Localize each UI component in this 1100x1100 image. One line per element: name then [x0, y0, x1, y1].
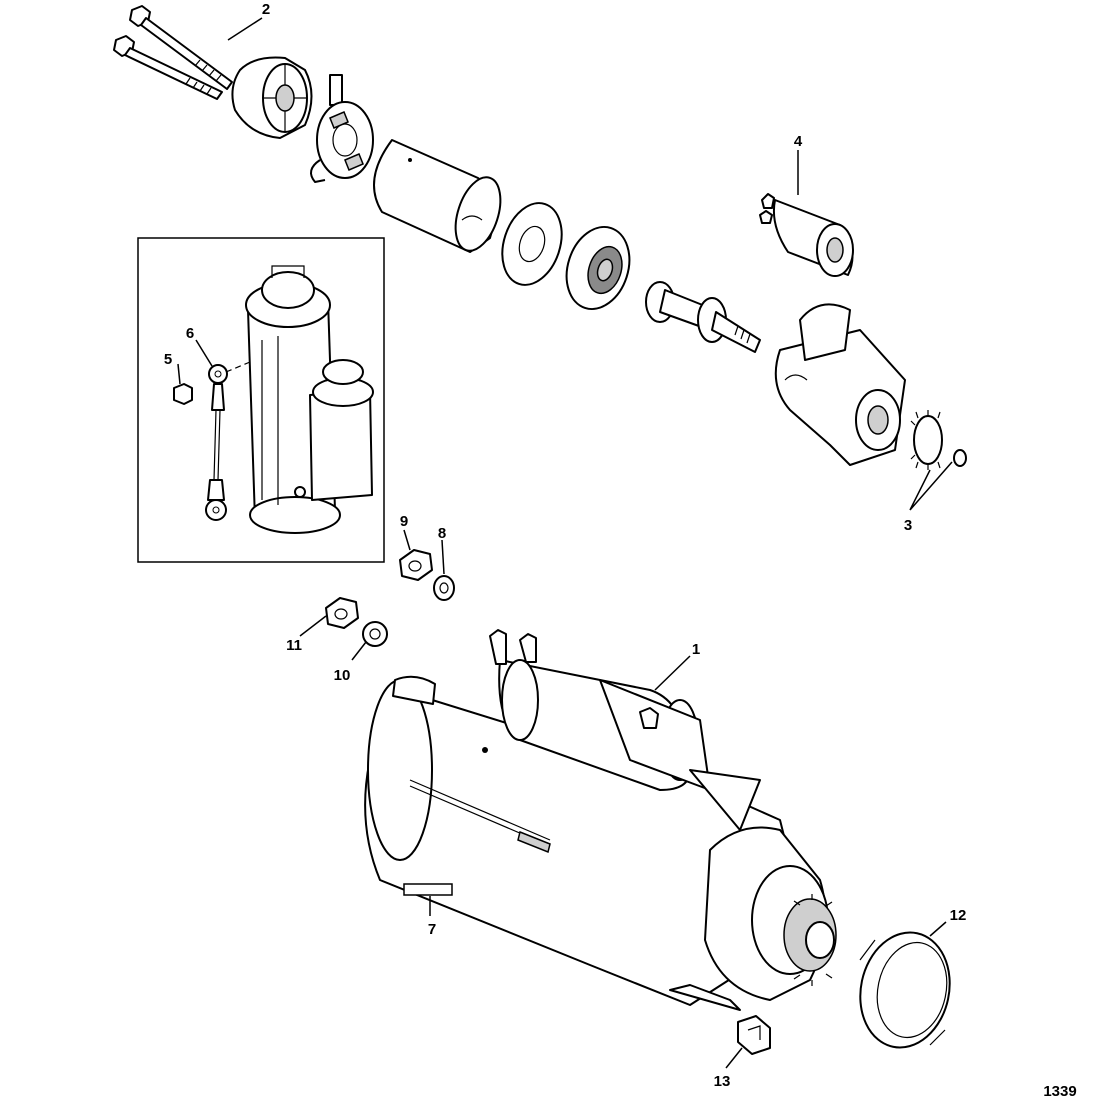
drive-bearing-housing — [565, 225, 631, 311]
hex-nut-9 — [399, 549, 433, 581]
figure-number: 1339 — [1043, 1083, 1076, 1100]
callout-10: 10 — [334, 667, 351, 684]
callout-5: 5 — [164, 351, 172, 368]
ground-cable — [205, 361, 251, 521]
callout-9: 9 — [400, 513, 408, 530]
brush-holder — [310, 74, 374, 183]
starter-motor-assembly — [364, 629, 837, 1011]
decal — [403, 883, 453, 896]
lock-washer-8 — [433, 575, 455, 601]
drive-ring — [859, 931, 951, 1049]
callout-6: 6 — [186, 325, 194, 342]
armature-shaft — [645, 281, 761, 353]
field-frame — [373, 139, 502, 253]
drive-end-housing — [774, 303, 906, 466]
callout-2: 2 — [262, 1, 270, 18]
snap-ring — [953, 449, 967, 467]
callout-1: 1 — [692, 641, 700, 658]
lock-washer-10 — [362, 621, 388, 647]
ground-bolt — [173, 383, 193, 405]
retaining-clip — [737, 1015, 771, 1055]
end-housing — [231, 56, 313, 139]
callout-11: 11 — [286, 637, 302, 654]
callout-3: 3 — [904, 517, 912, 534]
callout-7: 7 — [428, 921, 436, 938]
callout-4: 4 — [794, 133, 803, 150]
solenoid — [759, 193, 854, 277]
hex-nut-11 — [325, 597, 359, 629]
callout-8: 8 — [438, 525, 446, 542]
pinion-gear — [910, 410, 943, 470]
bolt-lower — [113, 35, 223, 100]
bolt-upper — [129, 5, 233, 90]
leader-lines — [177, 17, 953, 1069]
callout-13: 13 — [714, 1073, 731, 1090]
callout-12: 12 — [950, 907, 967, 924]
thrust-washer — [501, 202, 563, 286]
